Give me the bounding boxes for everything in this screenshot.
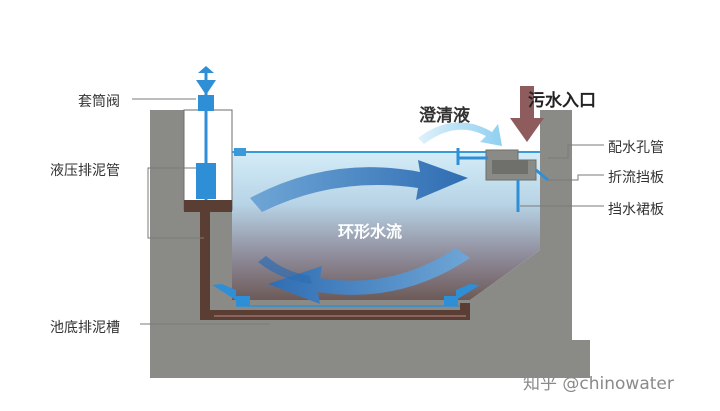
sewage-inlet-arrow-shaft — [520, 86, 534, 122]
inlet-box-inner — [492, 160, 528, 174]
leader-hydraulic-pipe — [147, 167, 204, 239]
sewage-inlet-arrow-head — [510, 118, 544, 142]
leader-baffle — [548, 174, 604, 181]
sleeve-valve-sleeve — [196, 163, 216, 199]
annular-flow-arrow-bottom-left — [258, 256, 312, 284]
label-bottom-sludge-trough: 池底排泥槽 — [50, 320, 120, 336]
left-weir — [234, 148, 246, 156]
annular-flow-arrow-top — [250, 160, 468, 212]
label-annular-flow: 环形水流 — [338, 222, 403, 241]
sleeve-valve-body — [198, 95, 214, 111]
annular-flow-arrow-bottom — [268, 248, 470, 304]
label-sewage-inlet: 污水入口 — [528, 91, 596, 111]
right-scraper — [456, 284, 480, 300]
watermark: 知乎 @chinowater — [523, 374, 674, 394]
label-clarified-liquid: 澄清液 — [419, 106, 470, 126]
deflection-baffle — [535, 168, 549, 182]
label-hydraulic-sludge-pipe: 液压排泥管 — [50, 163, 120, 179]
label-deflection-baffle: 折流挡板 — [608, 170, 664, 186]
left-scraper-box — [236, 296, 250, 306]
label-sleeve-valve: 套筒阀 — [78, 94, 120, 110]
left-scraper — [212, 284, 236, 300]
clarified-liquid-arrow — [418, 122, 502, 146]
label-water-skirt-plate: 挡水裙板 — [608, 202, 664, 218]
right-scraper-box — [444, 296, 458, 306]
label-distribution-hole-pipe: 配水孔管 — [608, 140, 664, 156]
sleeve-valve-icon — [196, 80, 216, 95]
leader-distribution — [548, 144, 604, 159]
sleeve-valve-top-icon — [198, 66, 214, 73]
